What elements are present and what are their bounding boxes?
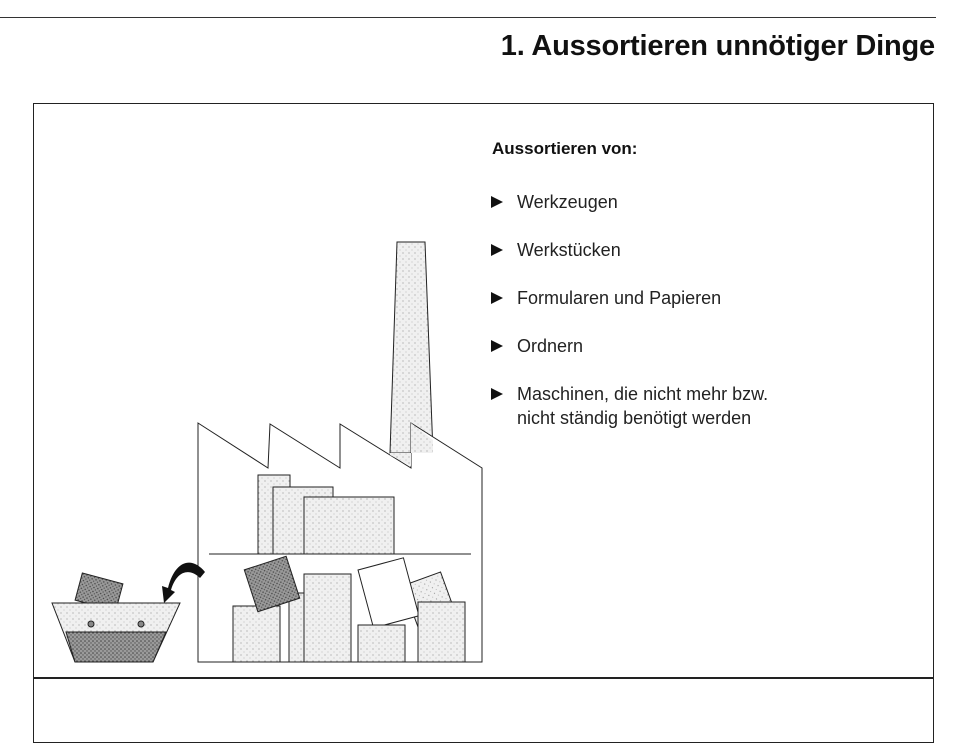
triangle-bullet-icon	[491, 244, 503, 256]
curved-arrow-icon	[162, 562, 205, 603]
top-rule	[0, 17, 936, 18]
chimney	[389, 241, 434, 454]
list-item: Werkstücken	[491, 238, 807, 262]
list-item: Ordnern	[491, 334, 807, 358]
list-item: Werkzeugen	[491, 190, 807, 214]
triangle-bullet-icon	[491, 196, 503, 208]
triangle-bullet-icon	[491, 292, 503, 304]
frame-divider	[33, 677, 934, 679]
factory-illustration	[51, 241, 483, 663]
sort-out-list: Werkzeugen Werkstücken Formularen und Pa…	[491, 190, 807, 454]
panel-heading: Aussortieren von:	[492, 139, 638, 158]
list-item: Maschinen, die nicht mehr bzw. nicht stä…	[491, 382, 807, 430]
triangle-bullet-icon	[491, 388, 503, 400]
triangle-bullet-icon	[491, 340, 503, 352]
list-item: Formularen und Papieren	[491, 286, 807, 310]
page-title: 1. Aussortieren unnötiger Dinge	[500, 30, 935, 62]
